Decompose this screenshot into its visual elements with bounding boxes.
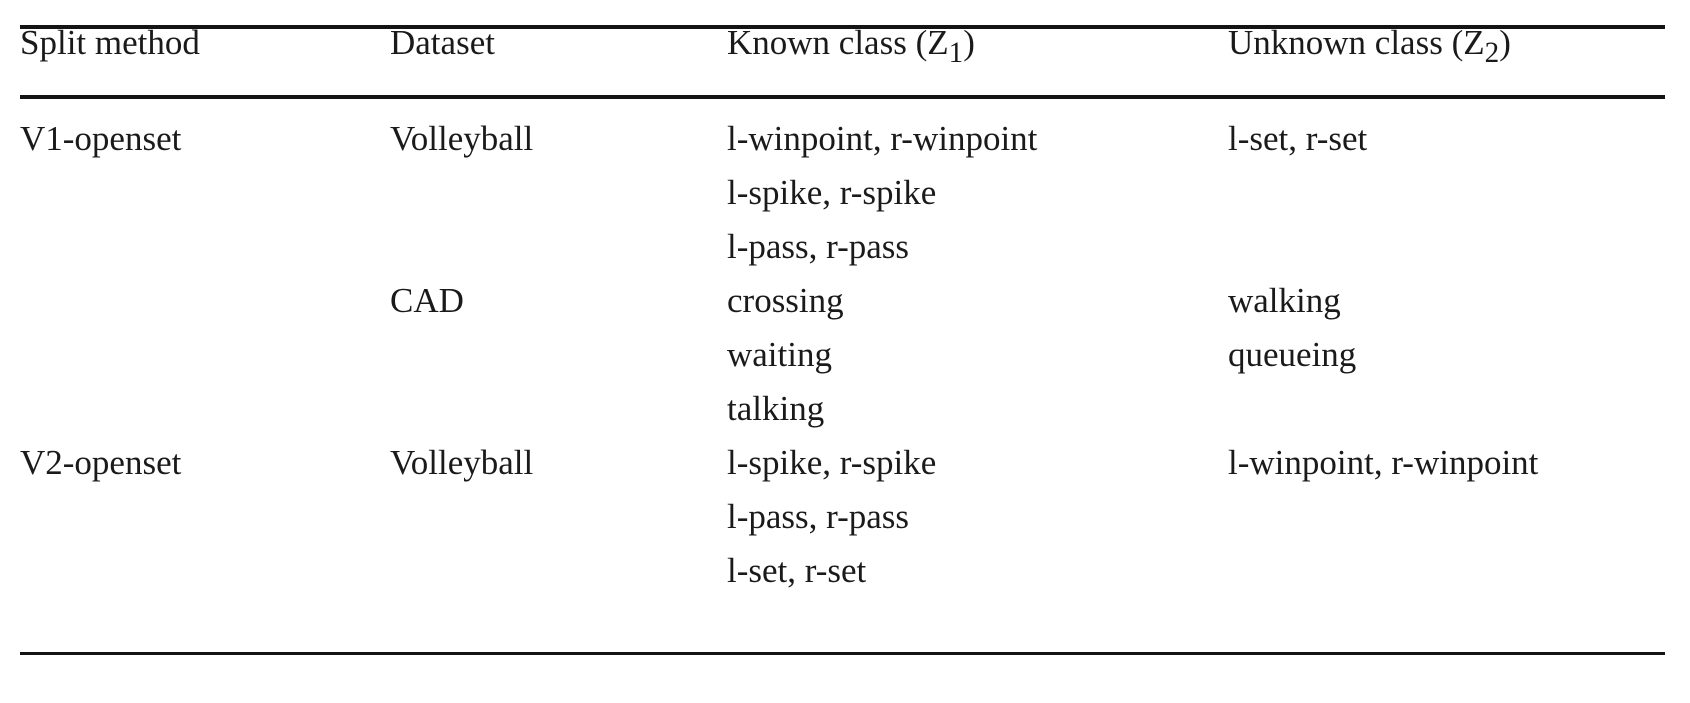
cell-known-class: crossing [727, 281, 844, 320]
cell-known-class: l-pass, r-pass [727, 227, 910, 266]
cell-split-method: V2-openset [20, 443, 182, 482]
cell-dataset [390, 220, 727, 274]
column-header-split-method: Split method [20, 25, 390, 95]
cell-known-class: l-winpoint, r-winpoint [727, 119, 1038, 158]
column-header-dataset-label: Dataset [390, 23, 495, 62]
cell-split-method [20, 166, 390, 220]
table-row: V2-openset Volleyball l-spike, r-spike l… [20, 436, 1665, 490]
unknown-class-subscript: 2 [1484, 37, 1500, 69]
cell-dataset: Volleyball [390, 119, 534, 158]
table-header-row: Split method Dataset Known class (Z1) Un… [20, 25, 1665, 95]
cell-split-method [20, 490, 390, 544]
column-header-unknown-class: Unknown class (Z2) [1228, 25, 1665, 95]
cell-split-method: V1-openset [20, 119, 182, 158]
unknown-class-symbol: Z [1463, 23, 1485, 62]
column-header-known-class: Known class (Z1) [727, 25, 1228, 95]
table-row: l-pass, r-pass [20, 490, 1665, 544]
table-row: talking [20, 382, 1665, 436]
table-row: CAD crossing walking [20, 274, 1665, 328]
cell-split-method [20, 328, 390, 382]
cell-known-class: l-spike, r-spike [727, 443, 937, 482]
cell-dataset: Volleyball [390, 443, 534, 482]
cell-dataset [390, 328, 727, 382]
cell-known-class: l-set, r-set [727, 551, 867, 590]
cell-unknown-class: l-winpoint, r-winpoint [1228, 443, 1539, 482]
cell-dataset [390, 166, 727, 220]
table-row: l-set, r-set [20, 544, 1665, 598]
cell-dataset: CAD [390, 281, 464, 320]
cell-unknown-class: walking [1228, 281, 1341, 320]
column-header-dataset: Dataset [390, 25, 727, 95]
cell-unknown-class [1228, 166, 1665, 220]
cell-known-class: l-pass, r-pass [727, 497, 910, 536]
cell-split-method [20, 544, 390, 598]
cell-dataset [390, 544, 727, 598]
cell-unknown-class [1228, 382, 1665, 436]
table-body: V1-openset Volleyball l-winpoint, r-winp… [20, 95, 1665, 598]
cell-split-method [20, 382, 390, 436]
unknown-class-symbol-group: (Z2) [1442, 23, 1511, 69]
cell-unknown-class: queueing [1228, 335, 1357, 374]
cell-known-class: l-spike, r-spike [727, 173, 937, 212]
known-class-subscript: 1 [948, 37, 964, 69]
cell-known-class: talking [727, 389, 825, 428]
cell-dataset [390, 490, 727, 544]
cell-unknown-class [1228, 490, 1665, 544]
column-header-split-method-label: Split method [20, 23, 200, 62]
table-bottom-rule [20, 652, 1665, 655]
table-header-rule [20, 95, 1665, 99]
table-row: V1-openset Volleyball l-winpoint, r-winp… [20, 95, 1665, 166]
table-row: l-pass, r-pass [20, 220, 1665, 274]
column-header-unknown-class-label: Unknown class [1228, 23, 1443, 62]
table-row: waiting queueing [20, 328, 1665, 382]
cell-unknown-class: l-set, r-set [1228, 119, 1368, 158]
known-class-symbol: Z [927, 23, 949, 62]
known-class-symbol-group: (Z1) [906, 23, 975, 69]
cell-unknown-class [1228, 220, 1665, 274]
table-top-rule [20, 25, 1665, 29]
cell-dataset [390, 382, 727, 436]
split-configuration-table: Split method Dataset Known class (Z1) Un… [20, 25, 1665, 598]
column-header-known-class-label: Known class [727, 23, 907, 62]
table-row: l-spike, r-spike [20, 166, 1665, 220]
cell-known-class: waiting [727, 335, 832, 374]
cell-split-method [20, 274, 390, 328]
cell-unknown-class [1228, 544, 1665, 598]
cell-split-method [20, 220, 390, 274]
